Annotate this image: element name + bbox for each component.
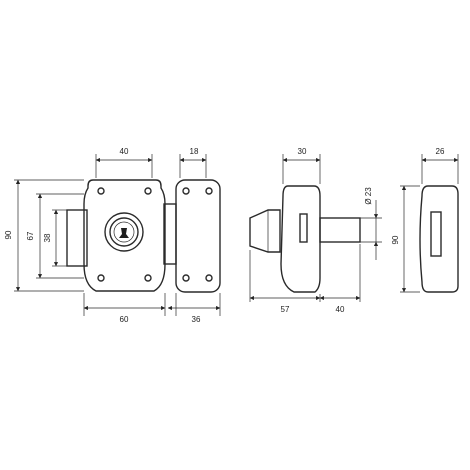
dim-label-keeper-top: 26 — [436, 147, 445, 156]
keeper-body — [419, 185, 459, 293]
side-hole-top-left — [182, 187, 190, 195]
screw-hole-bottom-right — [144, 274, 152, 282]
dim-label-profile-right: 40 — [336, 305, 345, 314]
front-view: 40 60 90 67 38 — [4, 147, 166, 324]
profile-view: 30 Ø 23 57 40 — [249, 147, 382, 314]
dim-label-profile-top: 30 — [298, 147, 307, 156]
dim-label-profile-diameter: Ø 23 — [364, 187, 373, 205]
dim-label-height-bolt: 38 — [43, 233, 52, 242]
side-plate-tab — [163, 203, 177, 265]
profile-body — [280, 185, 321, 293]
side-hole-top-right — [205, 187, 213, 195]
dim-label-width-top: 40 — [120, 147, 129, 156]
keyhole-icon — [119, 228, 129, 238]
side-hole-bottom-right — [205, 274, 213, 282]
side-hole-bottom-left — [182, 274, 190, 282]
profile-slot — [299, 213, 308, 243]
dim-label-side-bottom: 36 — [192, 315, 201, 324]
cylinder-outer — [104, 212, 144, 252]
dim-label-width-bottom: 60 — [120, 315, 129, 324]
dim-label-height-inner: 67 — [26, 231, 35, 240]
side-plate-body — [175, 179, 221, 293]
profile-knob — [249, 209, 281, 253]
dim-label-side-top: 18 — [190, 147, 199, 156]
cylinder-inner — [109, 217, 139, 247]
screw-hole-top-left — [97, 187, 105, 195]
bolt-stub — [66, 209, 88, 267]
dim-label-profile-left: 57 — [281, 305, 290, 314]
screw-hole-bottom-left — [97, 274, 105, 282]
side-plate-view: 18 36 — [163, 147, 221, 324]
dim-label-keeper-height: 90 — [391, 235, 400, 244]
lock-body — [83, 179, 166, 292]
keeper-view: 26 90 — [391, 147, 459, 293]
cylinder-core — [113, 221, 135, 243]
profile-bolt — [319, 217, 361, 243]
dim-label-height-total: 90 — [4, 230, 13, 239]
screw-hole-top-right — [144, 187, 152, 195]
keeper-slot — [430, 211, 442, 257]
